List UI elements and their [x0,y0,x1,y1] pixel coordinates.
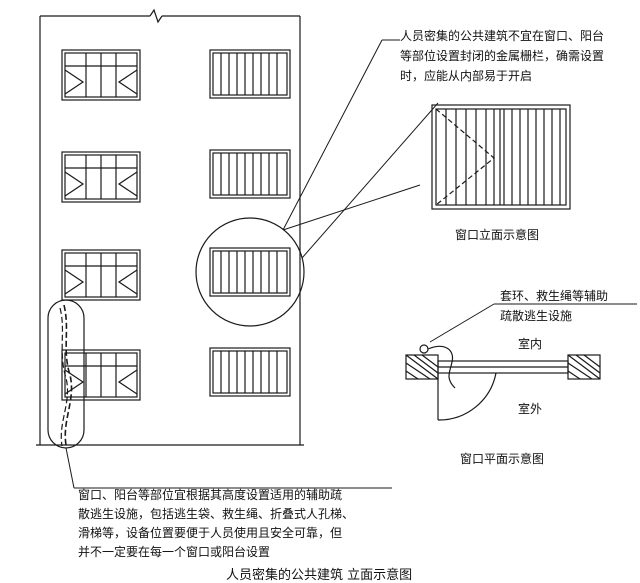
escape-note-line-4: 并不一定要在每一个窗口或阳台设置 [78,545,271,559]
grille-note-line-2: 等部位设置封闭的金属栅栏，确需设置 [400,49,605,63]
escape-note-line-1: 窗口、阳台等部位宜根据其高度设置适用的辅助疏 [78,488,343,502]
casement-window-4 [61,349,141,401]
barred-window-4 [209,347,291,397]
barred-window-1 [209,49,291,99]
escape-note-line-3: 滑梯等，设备位置要便于人员使用且安全可靠，但 [78,526,343,540]
escape-facility-note: 窗口、阳台等部位宜根据其高度设置适用的辅助疏 散逃生设施，包括逃生袋、救生绳、折… [78,486,354,562]
window-elevation-label: 窗口立面示意图 [455,228,540,242]
casement-window-2 [61,151,141,203]
building-outline [36,8,304,446]
bottom-leader [65,447,75,489]
casement-window-1 [61,49,141,101]
grille-note-line-3: 时，应能从内部易于开启 [400,69,533,83]
escape-rope-marker [47,299,85,449]
barred-window-3 [209,247,291,297]
window-plan-label: 窗口平面示意图 [460,452,545,466]
barred-window-2 [209,149,291,199]
casement-window-3 [61,249,141,301]
escape-note-line-2: 散逃生设施，包括逃生袋、救生绳、折叠式人孔梯、 [78,507,355,521]
window-plan-detail [405,303,637,421]
indoor-label: 室内 [518,337,543,351]
leader-lines [282,39,439,259]
outdoor-label: 室外 [518,402,543,416]
figure-caption: 人员密集的公共建筑 立面示意图 [226,568,413,583]
aux-device-line-2: 疏散逃生设施 [500,309,573,323]
highlight-circle [195,217,305,327]
aux-device-line-1: 套环、救生绳等辅助 [500,289,609,303]
window-elevation-detail [431,104,571,210]
grille-note-line-1: 人员密集的公共建筑不宜在窗口、阳台 [400,29,605,43]
grille-note: 人员密集的公共建筑不宜在窗口、阳台 等部位设置封闭的金属栅栏，确需设置 时，应能… [400,26,604,86]
aux-device-note: 套环、救生绳等辅助 疏散逃生设施 [500,286,608,326]
